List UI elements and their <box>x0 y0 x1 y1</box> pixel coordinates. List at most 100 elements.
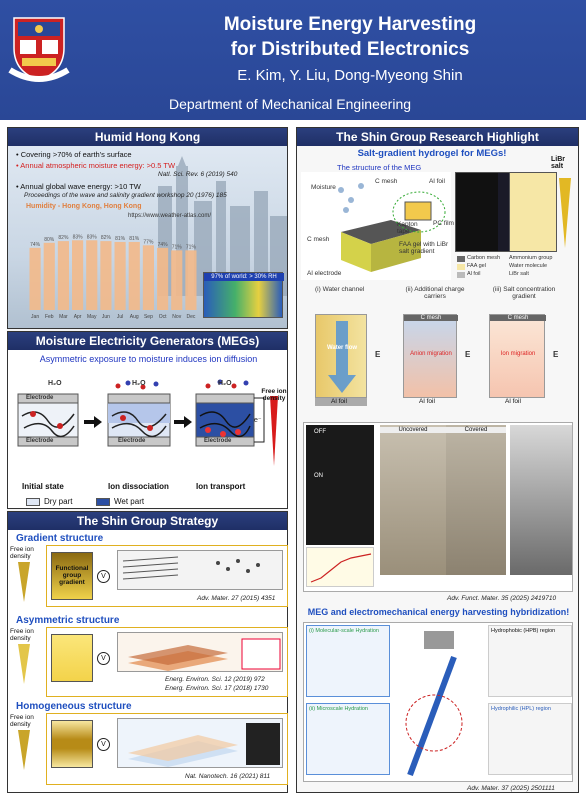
meg-structure-label: The structure of the MEG <box>337 163 422 172</box>
humidity-value-label: 81% <box>115 236 126 242</box>
humidity-month-label: Sep <box>144 314 153 320</box>
asymmetric-structure-box: V Energ. Environ. Sci. 12 (2019) 972 Ene… <box>46 627 288 697</box>
voltage-plot-thumb <box>306 547 374 587</box>
cnt-yarn-schematic <box>405 631 463 777</box>
molecular-hydration-box: (i) Molecular-scale Hydration <box>306 625 390 697</box>
gradient-structure-box: Functional group gradient V Adv. Mater. … <box>46 545 288 607</box>
caption-charge-carriers: (ii) Additional charge carriers <box>405 286 465 300</box>
research-panel: The Shin Group Research Highlight Salt-g… <box>296 127 579 793</box>
humidity-bar <box>43 242 55 310</box>
homogeneous-device-figure <box>117 718 283 768</box>
device-demo-photos: OFF ON Uncovered Covered <box>303 422 573 592</box>
citation-wave-workshop: Proceedings of the wave and salinity gra… <box>24 192 227 199</box>
asymmetric-device-figure <box>117 632 283 672</box>
photo-b-covered: Covered <box>446 425 506 575</box>
photo-a: OFF ON <box>306 425 374 545</box>
c-mesh-label: C mesh <box>375 178 398 185</box>
free-ion-density-label: Free ion density <box>261 388 287 402</box>
title-line-1: Moisture Energy Harvesting <box>223 14 477 35</box>
caption-water-channel: (i) Water channel <box>315 286 365 293</box>
functional-group-label: Functional group gradient <box>55 565 89 586</box>
voltmeter-icon-2: V <box>97 652 110 665</box>
meg-panel: Moisture Electricity Generators (MEGs) A… <box>7 331 288 509</box>
humidity-value-label: 77% <box>143 239 154 245</box>
stage-initial-label: Initial state <box>22 482 64 491</box>
gradient-structure-title: Gradient structure <box>16 533 104 544</box>
water-label-3: H₂O <box>218 380 232 387</box>
al-foil-caption-2: Al foil <box>419 398 435 405</box>
anion-migration-diagram: C mesh Anion migration <box>403 314 458 398</box>
c-mesh-caption-3: C mesh <box>490 315 546 321</box>
humidity-value-label: 81% <box>129 236 140 242</box>
citation-adv-mater-2025: Adv. Mater. 37 (2025) 2501111 <box>467 785 555 792</box>
al-electrode-label: Al electrode <box>307 270 342 277</box>
gradient-free-ion-label: Free ion density <box>10 546 34 560</box>
c-mesh-lower-label: C mesh <box>307 236 330 243</box>
strategy-panel: The Shin Group Strategy Gradient structu… <box>7 511 288 793</box>
humidity-chart-title: Humidity - Hong Kong, Hong Kong <box>26 203 142 210</box>
covered-label: Covered <box>446 427 506 433</box>
meg-subtitle: Asymmetric exposure to moisture induces … <box>39 354 258 364</box>
humidity-month-label: Jan <box>31 314 39 320</box>
moisture-label: Moisture <box>311 184 336 191</box>
mechanism-row: Water flow Al foil E C mesh Anion migrat… <box>305 310 571 414</box>
stage-dissociation-label: Ion dissociation <box>108 482 169 491</box>
bullet-coverage-text: Covering >70% of earth's surface <box>20 150 132 159</box>
legend-faa-swatch <box>457 264 465 270</box>
salt-gradient-triangle-icon <box>559 178 571 248</box>
humidity-value-label: 83% <box>87 234 98 240</box>
citation-natl-sci-rev: Natl. Sci. Rev. 6 (2019) 540 <box>158 171 238 178</box>
humidity-month-label: Aug <box>130 314 139 320</box>
caption-salt-gradient: (iii) Salt concentration gradient <box>492 286 556 300</box>
gradient-triangle-icon <box>18 562 30 602</box>
humidity-value-label: 80% <box>44 237 55 243</box>
ion-migration-diagram: C mesh Ion migration <box>489 314 546 398</box>
field-label-2: E <box>465 350 471 359</box>
stage-transport-label: Ion transport <box>196 482 246 491</box>
water-flow-label: Water flow <box>326 345 358 351</box>
homogeneous-block <box>51 720 93 768</box>
humidity-bar-chart: 74%Jan80%Feb82%Mar83%Apr83%May82%Jun81%J… <box>29 234 197 320</box>
legend-ammonium: Ammonium group <box>509 255 553 261</box>
bullet-coverage: • Covering >70% of earth's surface <box>16 150 132 159</box>
humidity-bar <box>86 240 98 310</box>
microscale-hydration-label: (ii) Microscale Hydration <box>309 706 368 712</box>
world-humidity-map: 97% of world: > 30% RH <box>203 272 284 318</box>
c-mesh-caption-2: C mesh <box>404 315 458 321</box>
bullet-wave-energy-text: Annual global wave energy: >10 TW <box>20 182 141 191</box>
research-section-title: The Shin Group Research Highlight <box>297 128 578 146</box>
al-foil-caption-1: Al foil <box>331 398 347 405</box>
humid-section-title: Humid Hong Kong <box>8 128 287 146</box>
humidity-bar <box>72 240 84 310</box>
poster-title: Moisture Energy Harvesting for Distribut… <box>150 12 550 62</box>
legend-faa-gel: FAA gel <box>467 263 486 269</box>
citation-nat-nanotech-2021: Nat. Nanotech. 16 (2021) 811 <box>185 773 271 780</box>
humidity-bar <box>157 247 169 310</box>
legend-wet-label: Wet part <box>114 497 145 506</box>
humidity-month-label: Mar <box>59 314 68 320</box>
voltmeter-icon-1: V <box>97 570 110 583</box>
salt-gradient-subtitle: Salt-gradient hydrogel for MEGs! <box>357 148 507 159</box>
legend-libr-salt: LiBr salt <box>509 271 529 277</box>
humidity-month-label: Jul <box>117 314 123 320</box>
legend-al-foil: Al foil <box>467 271 481 277</box>
homogeneous-structure-box: V Nat. Nanotech. 16 (2021) 811 <box>46 713 288 785</box>
asymmetric-structure-title: Asymmetric structure <box>16 615 120 626</box>
humidity-bar <box>128 241 140 310</box>
humidity-bar <box>142 245 154 310</box>
asymmetric-free-ion-label: Free ion density <box>10 628 34 642</box>
weather-atlas-url: https://www.weather-atlas.com/ <box>128 213 212 219</box>
humidity-value-label: 82% <box>101 235 112 241</box>
homogeneous-triangle-icon <box>18 730 30 770</box>
bullet-moisture-energy: • Annual atmospheric moisture energy: >0… <box>16 161 176 170</box>
hybridization-subtitle: MEG and electromechanical energy harvest… <box>307 607 570 617</box>
electrode-label-bottom-1: Electrode <box>26 438 54 444</box>
citation-energ-environ-2019: Energ. Environ. Sci. 12 (2019) 972 <box>165 676 265 683</box>
author-list: E. Kim, Y. Liu, Dong-Myeong Shin <box>237 67 463 84</box>
university-crest-icon <box>8 14 70 84</box>
off-label: OFF <box>314 429 326 435</box>
strategy-section-title: The Shin Group Strategy <box>8 512 287 530</box>
water-label-1: H₂O <box>48 380 62 387</box>
pc-film-label: PC film <box>433 220 454 227</box>
voltmeter-icon-3: V <box>97 738 110 751</box>
